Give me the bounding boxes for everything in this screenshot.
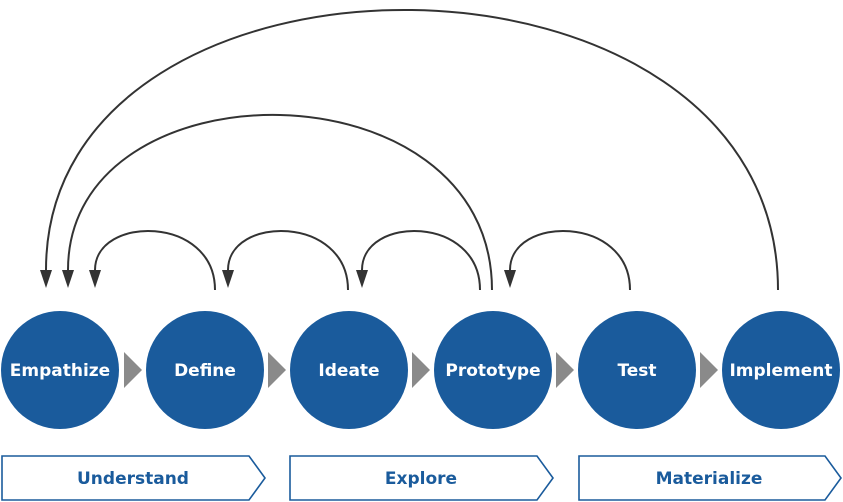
flow-arrow xyxy=(412,352,430,388)
stage-label: Define xyxy=(174,361,236,381)
loop-arrowhead xyxy=(62,270,74,288)
flow-arrow xyxy=(700,352,718,388)
loop-arrowhead xyxy=(504,270,516,288)
loop-arrowhead xyxy=(89,270,101,288)
stage-label: Ideate xyxy=(318,361,379,381)
stage-implement: Implement xyxy=(722,311,840,429)
stages: Empathize Define Ideate Prototype Test I… xyxy=(1,311,840,429)
phase-label: Explore xyxy=(385,469,457,489)
phase-label: Materialize xyxy=(656,469,763,489)
loop-prototype-to-ideate xyxy=(356,230,481,291)
stage-test: Test xyxy=(578,311,696,429)
stage-label: Prototype xyxy=(445,361,540,381)
feedback-loops xyxy=(40,8,779,291)
stage-label: Empathize xyxy=(10,361,110,381)
stage-empathize: Empathize xyxy=(1,311,119,429)
loop-arrowhead xyxy=(356,270,368,288)
phase-explore: Explore xyxy=(289,455,554,501)
loop-arrowhead xyxy=(40,270,52,288)
loop-ideate-to-define xyxy=(222,230,349,291)
loop-define-to-empathize xyxy=(89,230,216,291)
loop-implement-to-empathize xyxy=(40,8,779,291)
phase-label: Understand xyxy=(77,469,189,489)
stage-prototype: Prototype xyxy=(434,311,552,429)
flow-arrow xyxy=(124,352,142,388)
flow-arrow xyxy=(268,352,286,388)
loop-arrowhead xyxy=(222,270,234,288)
phase-materialize: Materialize xyxy=(578,455,842,501)
flow-arrow xyxy=(556,352,574,388)
flow-arrows xyxy=(124,352,718,388)
stage-ideate: Ideate xyxy=(290,311,408,429)
phases: Understand Explore Materialize xyxy=(1,455,842,501)
phase-understand: Understand xyxy=(1,455,266,501)
loop-test-to-prototype xyxy=(504,230,631,291)
stage-define: Define xyxy=(146,311,264,429)
stage-label: Implement xyxy=(729,361,832,381)
loop-prototype-to-empathize xyxy=(62,114,493,291)
stage-label: Test xyxy=(617,361,656,381)
